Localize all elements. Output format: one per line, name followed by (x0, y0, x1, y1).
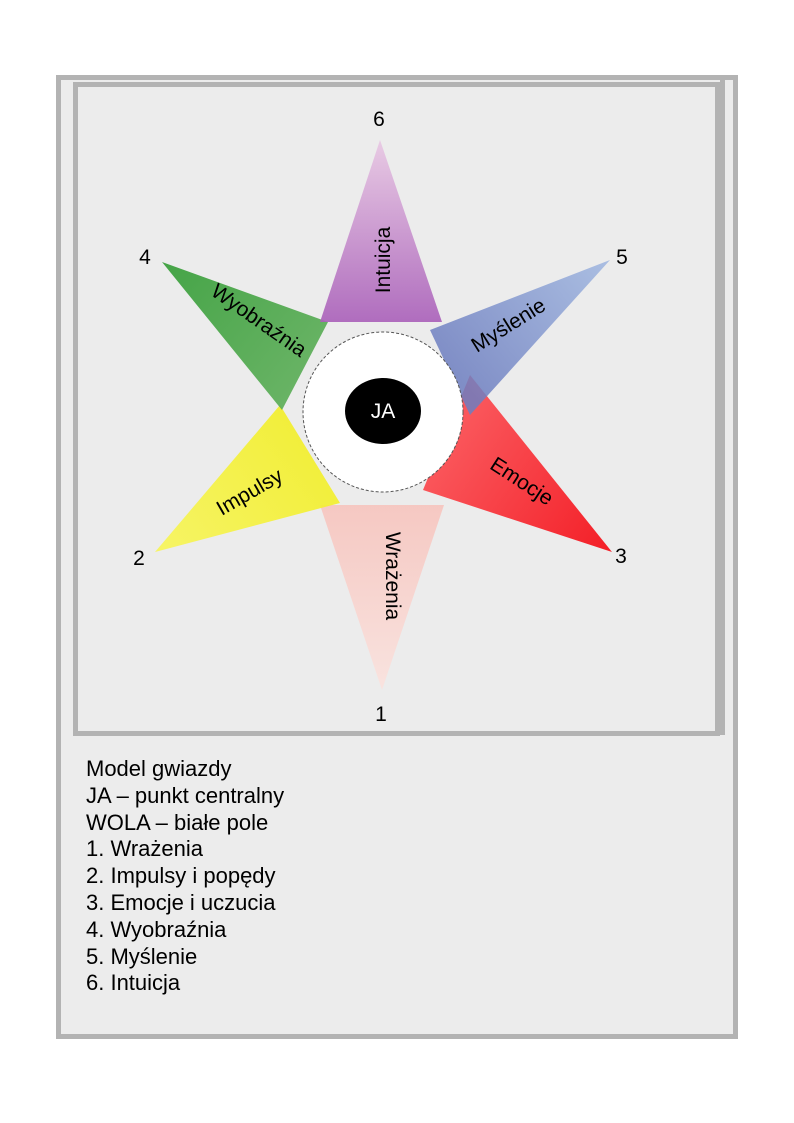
ray-5 (430, 260, 610, 415)
legend-line: 6. Intuicja (86, 970, 181, 996)
ray-2 (155, 405, 340, 552)
ray-number-4: 4 (139, 246, 151, 269)
ray-1 (320, 505, 444, 690)
legend-line: 5. Myślenie (86, 943, 198, 969)
center-point (345, 378, 421, 444)
ray-number-2: 2 (133, 547, 145, 570)
ray-6 (320, 140, 442, 322)
ray-number-3: 3 (615, 545, 627, 568)
ray-label-1: Wrażenia (381, 532, 404, 621)
ray-number-1: 1 (375, 703, 387, 726)
center-label: JA (371, 400, 396, 423)
legend-line: 4. Wyobraźnia (86, 916, 227, 942)
legend-line: 2. Impulsy i popędy (86, 863, 276, 889)
legend-line: 1. Wrażenia (86, 836, 203, 862)
ray-4 (162, 262, 328, 410)
legend-line: 3. Emocje i uczucia (86, 889, 276, 915)
legend-line: JA – punkt centralny (86, 782, 285, 808)
legend-title: Model gwiazdy (86, 756, 232, 781)
ray-3 (423, 375, 612, 552)
ray-number-6: 6 (373, 108, 385, 131)
ray-number-5: 5 (616, 246, 628, 269)
frame-rail (720, 75, 725, 735)
ray-label-6: Intuicja (372, 226, 395, 293)
legend: Model gwiazdy JA – punkt centralny WOLA … (86, 756, 284, 997)
star-model-diagram: JA Wrażenia Impulsy Emocje Wyobraźnia My… (133, 108, 628, 726)
legend-line: WOLA – białe pole (86, 809, 269, 835)
